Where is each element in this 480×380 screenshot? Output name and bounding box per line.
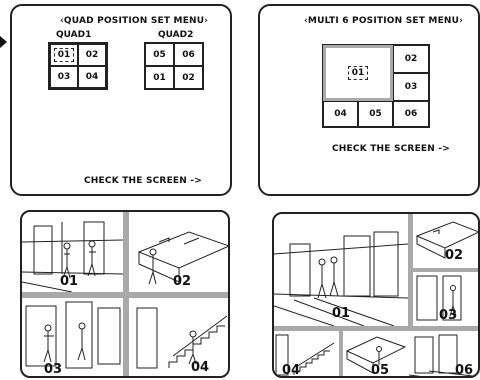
quad1-cell-4[interactable]: 04 [78,66,106,88]
multi6-preview-label-6: 06 [455,363,473,378]
multi6-cell-2[interactable]: 02 [393,45,429,73]
quad-preview-tile-4: 04 [129,298,230,378]
multi6-menu-title: ‹MULTI 6 POSITION SET MENU› [304,16,463,26]
quad-menu-title: ‹QUAD POSITION SET MENU› [60,16,208,26]
multi6-preview-tile-6: 06 [409,331,480,378]
multi6-main-cell[interactable]: 01 [323,45,393,101]
multi6-preview-tile-2: 02 [413,214,480,268]
quad-preview-label-3: 03 [44,362,62,377]
multi6-menu-footer: CHECK THE SCREEN -> [332,144,450,154]
multi6-position-menu-panel: ‹MULTI 6 POSITION SET MENU› 01 02 03 04 … [258,4,480,196]
multi6-preview-tile-5: 05 [343,331,409,378]
multi6-preview-label-2: 02 [445,248,463,263]
multi6-preview-label-1: 01 [332,306,350,321]
multi6-preview-label-4: 04 [282,363,300,378]
quad-preview-tile-1: 01 [22,212,123,292]
multi6-cell-5[interactable]: 05 [358,101,393,127]
quad-preview-label-4: 04 [191,360,209,375]
quad-preview-tile-3: 03 [22,298,123,378]
multi6-preview-label-5: 05 [371,363,389,378]
quad-menu-footer: CHECK THE SCREEN -> [84,176,202,186]
multi6-main-cell-label: 01 [348,66,369,80]
quad2-grid: 05 06 01 02 [144,42,204,90]
quad2-cell-2[interactable]: 06 [174,43,203,66]
multi6-cell-6[interactable]: 06 [393,101,429,127]
quad1-cell-1-label: 01 [54,48,75,62]
pointer-arrow-icon [0,36,7,48]
quad1-cell-2[interactable]: 02 [78,44,106,66]
quad1-cell-3[interactable]: 03 [50,66,78,88]
quad-position-menu-panel: ‹QUAD POSITION SET MENU› QUAD1 QUAD2 01 … [10,4,232,196]
multi6-preview-tile-1: 01 [274,214,408,326]
multi6-preview-label-3: 03 [439,308,457,323]
multi6-preview-tile-3: 03 [413,272,480,326]
quad1-grid: 01 02 03 04 [48,42,108,90]
quad-preview-tile-2: 02 [129,212,230,292]
quad-preview-image: 01 02 03 [20,210,230,378]
multi6-preview-tile-4: 04 [274,331,339,378]
multi6-cell-4[interactable]: 04 [323,101,358,127]
quad-preview-label-1: 01 [60,274,78,289]
quad2-cell-3[interactable]: 01 [145,66,174,89]
quad1-label: QUAD1 [56,30,91,40]
multi6-preview-image: 01 02 03 04 [272,212,480,378]
quad-preview-label-2: 02 [173,274,191,289]
multi6-cell-3[interactable]: 03 [393,73,429,101]
quad2-cell-4[interactable]: 02 [174,66,203,89]
scene-staircase-icon [129,298,230,378]
scene-atm-icon [22,298,123,378]
multi6-grid: 01 02 03 04 05 06 [322,44,430,128]
quad2-cell-1[interactable]: 05 [145,43,174,66]
quad1-cell-1[interactable]: 01 [50,44,78,66]
quad2-label: QUAD2 [158,30,193,40]
